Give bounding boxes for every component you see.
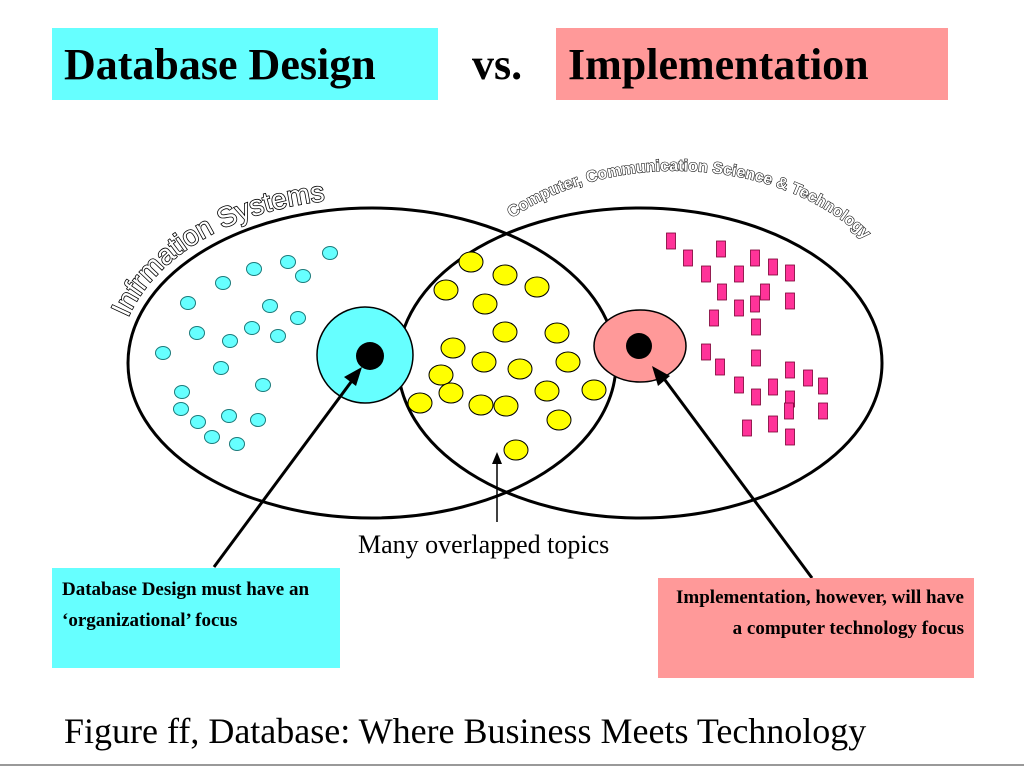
topic-dot bbox=[250, 413, 266, 427]
topic-dot bbox=[246, 262, 262, 276]
right-arrow-line bbox=[660, 375, 814, 579]
topic-marker bbox=[803, 369, 813, 387]
topic-marker bbox=[784, 402, 794, 420]
overlap-arrow-head bbox=[492, 452, 502, 464]
topic-dot bbox=[428, 364, 454, 386]
topic-dot bbox=[280, 255, 296, 269]
topic-marker bbox=[750, 295, 760, 313]
topic-dot bbox=[180, 296, 196, 310]
implementation-note: Implementation, however, will have a com… bbox=[658, 578, 974, 678]
technology-topics bbox=[666, 232, 828, 446]
topic-dot bbox=[204, 430, 220, 444]
overlapped-topics bbox=[407, 251, 607, 461]
topic-dot bbox=[507, 358, 533, 380]
topic-marker bbox=[715, 358, 725, 376]
topic-dot bbox=[229, 437, 245, 451]
topic-dot bbox=[190, 415, 206, 429]
topic-marker bbox=[701, 343, 711, 361]
topic-dot bbox=[244, 321, 260, 335]
topic-dot bbox=[472, 293, 498, 315]
topic-dot bbox=[155, 346, 171, 360]
title-vs: vs. bbox=[472, 39, 523, 89]
topic-marker bbox=[785, 361, 795, 379]
topic-dot bbox=[493, 395, 519, 417]
bottom-rule bbox=[0, 764, 1024, 766]
title-database-design: Database Design bbox=[52, 28, 438, 100]
topic-marker bbox=[751, 318, 761, 336]
topic-dot bbox=[221, 409, 237, 423]
topic-marker bbox=[818, 377, 828, 395]
topic-marker bbox=[785, 292, 795, 310]
topic-dot bbox=[438, 382, 464, 404]
topic-marker bbox=[768, 378, 778, 396]
topic-dot bbox=[407, 392, 433, 414]
topic-dot bbox=[322, 246, 338, 260]
topic-marker bbox=[768, 258, 778, 276]
overlap-label: Many overlapped topics bbox=[358, 530, 610, 559]
database-design-focus-point bbox=[356, 342, 384, 370]
topic-marker bbox=[734, 376, 744, 394]
topic-dot bbox=[471, 351, 497, 373]
topic-marker bbox=[768, 415, 778, 433]
topic-dot bbox=[295, 269, 311, 283]
topic-dot bbox=[468, 394, 494, 416]
topic-marker bbox=[716, 240, 726, 258]
topic-marker bbox=[785, 428, 795, 446]
topic-dot bbox=[270, 329, 286, 343]
title-implementation: Implementation bbox=[556, 28, 948, 100]
topic-marker bbox=[818, 402, 828, 420]
left-arrow-line bbox=[212, 377, 356, 568]
database-design-note: Database Design must have an ‘organizati… bbox=[52, 568, 340, 668]
topic-dot bbox=[440, 337, 466, 359]
topic-dot bbox=[290, 311, 306, 325]
topic-dot bbox=[458, 251, 484, 273]
topic-marker bbox=[666, 232, 676, 250]
topic-dot bbox=[503, 439, 529, 461]
topic-dot bbox=[262, 299, 278, 313]
topic-marker bbox=[734, 299, 744, 317]
topic-dot bbox=[534, 380, 560, 402]
topic-dot bbox=[255, 378, 271, 392]
topic-dot bbox=[189, 326, 205, 340]
topic-dot bbox=[213, 361, 229, 375]
topic-marker bbox=[760, 283, 770, 301]
topic-dot bbox=[174, 385, 190, 399]
topic-dot bbox=[222, 334, 238, 348]
topic-marker bbox=[701, 265, 711, 283]
technology-label: Computer, Communication Science & Techno… bbox=[505, 158, 874, 243]
topic-marker bbox=[750, 249, 760, 267]
right-arrow-head bbox=[652, 366, 670, 386]
topic-marker bbox=[734, 265, 744, 283]
topic-dot bbox=[215, 276, 231, 290]
topic-marker bbox=[717, 283, 727, 301]
topic-dot bbox=[433, 279, 459, 301]
topic-marker bbox=[785, 264, 795, 282]
figure-caption: Figure ff, Database: Where Business Meet… bbox=[64, 711, 867, 751]
topic-dot bbox=[546, 409, 572, 431]
left-arrow-head bbox=[344, 367, 362, 386]
topic-dot bbox=[492, 321, 518, 343]
topic-marker bbox=[751, 388, 761, 406]
topic-marker bbox=[709, 309, 719, 327]
topic-dot bbox=[544, 322, 570, 344]
topic-dot bbox=[492, 264, 518, 286]
topic-marker bbox=[742, 419, 752, 437]
topic-dot bbox=[555, 351, 581, 373]
topic-marker bbox=[751, 349, 761, 367]
organizational-topics bbox=[155, 246, 338, 451]
topic-dot bbox=[173, 402, 189, 416]
topic-dot bbox=[581, 379, 607, 401]
implementation-focus-point bbox=[626, 333, 652, 359]
topic-dot bbox=[524, 276, 550, 298]
topic-marker bbox=[683, 249, 693, 267]
information-systems-label: Infrmation Systems bbox=[105, 176, 326, 321]
